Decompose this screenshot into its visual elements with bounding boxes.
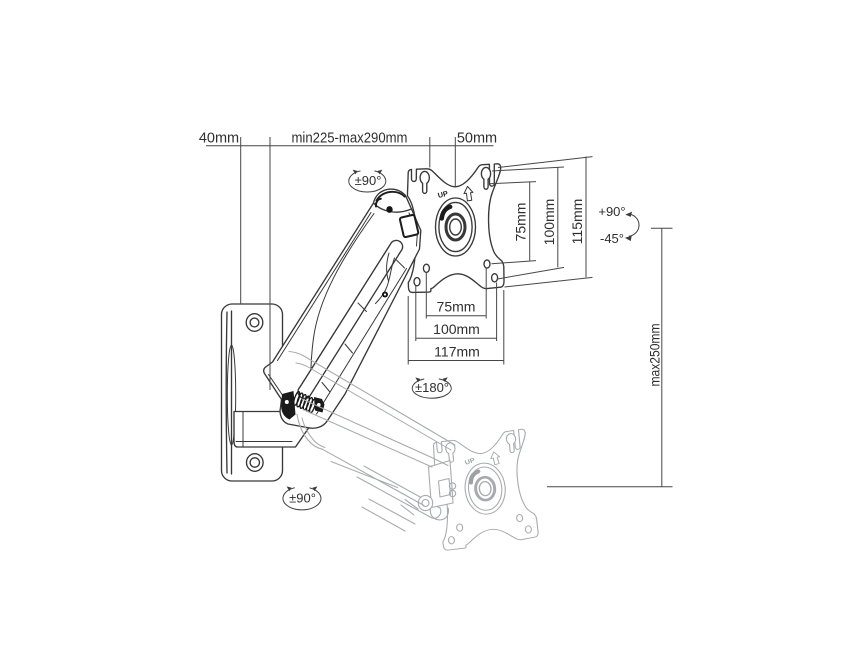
svg-text:min225-max290mm: min225-max290mm xyxy=(292,131,408,147)
svg-text:115mm: 115mm xyxy=(569,199,585,245)
svg-text:100mm: 100mm xyxy=(541,199,557,246)
svg-text:±180°: ±180° xyxy=(415,380,449,395)
svg-text:100mm: 100mm xyxy=(433,321,480,337)
svg-text:max250mm: max250mm xyxy=(647,324,663,387)
svg-text:-45°: -45° xyxy=(600,231,624,246)
svg-text:±90°: ±90° xyxy=(289,491,316,506)
svg-text:±90°: ±90° xyxy=(355,173,382,188)
svg-text:+90°: +90° xyxy=(598,204,625,219)
svg-text:40mm: 40mm xyxy=(199,131,239,147)
svg-text:75mm: 75mm xyxy=(437,299,476,315)
svg-text:117mm: 117mm xyxy=(434,344,480,360)
svg-text:75mm: 75mm xyxy=(513,203,529,242)
svg-text:50mm: 50mm xyxy=(457,131,497,147)
